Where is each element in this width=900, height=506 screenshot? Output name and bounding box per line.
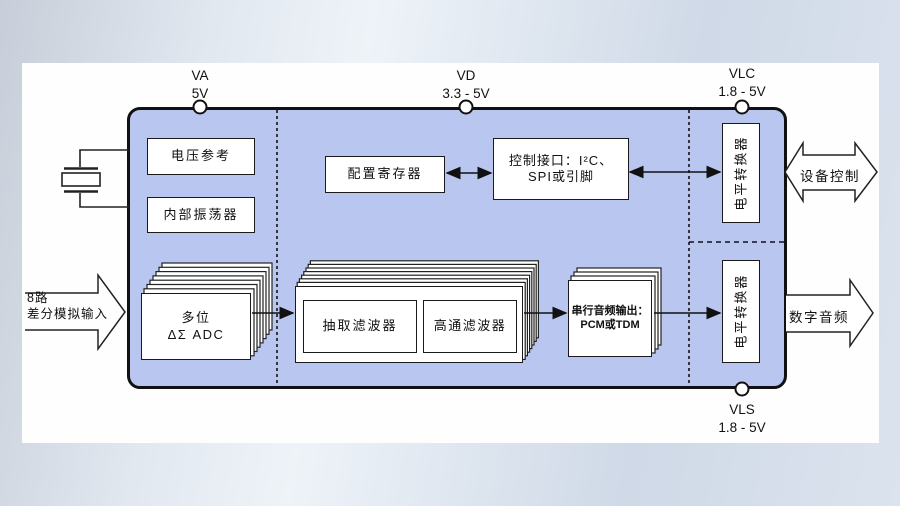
decimation-filter-label: 抽取滤波器 xyxy=(322,318,398,334)
analog-input-label: 8路 差分模拟输入 xyxy=(27,290,108,323)
config-register-label: 配置寄存器 xyxy=(347,166,423,182)
config-register-block: 配置寄存器 xyxy=(325,156,445,193)
serial-audio-output-block: 串行音频输出： PCM或TDM xyxy=(568,280,652,357)
control-interface-line1: 控制接口：I²C、 xyxy=(508,152,614,168)
digital-audio-label: 数字音频 xyxy=(789,310,849,325)
device-control-label: 设备控制 xyxy=(800,169,860,184)
va-name: VA xyxy=(191,68,209,83)
serial-output-line1: 串行音频输出： xyxy=(571,304,649,317)
internal-oscillator-label: 内部振荡器 xyxy=(163,206,239,222)
vls-voltage: 1.8 - 5V xyxy=(718,420,766,436)
adc-block: 多位 ΔΣ ADC xyxy=(141,293,251,360)
voltage-reference-label: 电压参考 xyxy=(170,148,231,164)
decimation-filter-block: 抽取滤波器 xyxy=(303,300,417,353)
level-shifter-top-label: 电平转换器 xyxy=(732,135,748,211)
analog-input-line2: 差分模拟输入 xyxy=(27,307,109,322)
vlc-name: VLC xyxy=(728,66,756,81)
vlc-pin-label: VLC 1.8 - 5V xyxy=(687,65,797,101)
vlc-voltage: 1.8 - 5V xyxy=(718,84,766,100)
adc-line2: ΔΣ ADC xyxy=(167,326,225,342)
internal-oscillator-block: 内部振荡器 xyxy=(147,197,255,233)
va-pin-label: VA 5V xyxy=(145,67,255,103)
adc-line1: 多位 xyxy=(181,310,211,326)
vd-pin-label: VD 3.3 - 5V xyxy=(411,67,521,103)
highpass-filter-label: 高通滤波器 xyxy=(433,318,507,334)
control-interface-line2: SPI或引脚 xyxy=(528,169,594,184)
vls-name: VLS xyxy=(729,402,755,417)
vd-name: VD xyxy=(456,68,476,83)
level-shifter-bottom-label: 电平转换器 xyxy=(732,273,748,350)
level-shifter-top-block: 电平转换器 xyxy=(722,123,760,223)
va-voltage: 5V xyxy=(191,86,209,102)
analog-input-line1: 8路 xyxy=(27,291,49,305)
level-shifter-bottom-block: 电平转换器 xyxy=(722,260,760,363)
highpass-filter-block: 高通滤波器 xyxy=(423,300,517,353)
vls-pin-label: VLS 1.8 - 5V xyxy=(687,401,797,437)
vd-voltage: 3.3 - 5V xyxy=(442,86,490,102)
voltage-reference-block: 电压参考 xyxy=(147,138,255,175)
control-interface-block: 控制接口：I²C、 SPI或引脚 xyxy=(493,138,629,200)
serial-output-line2: PCM或TDM xyxy=(580,318,640,331)
